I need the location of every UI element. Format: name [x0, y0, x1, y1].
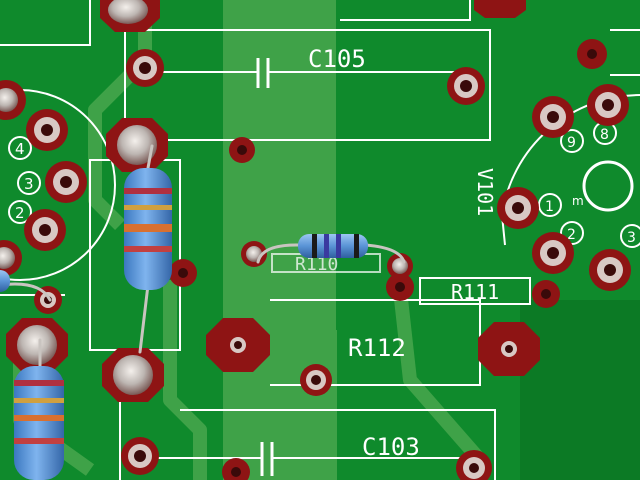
- pin-label-left-3: 3: [24, 175, 34, 193]
- label-r110: R110: [295, 254, 338, 275]
- label-r112: R112: [348, 334, 406, 362]
- pin-label-right-1: 1: [545, 199, 554, 215]
- pin-label-right-9: 9: [567, 135, 576, 151]
- socket-center-ring: [582, 160, 634, 212]
- socket-left-pads: [0, 80, 87, 276]
- pad: [300, 364, 332, 396]
- pad: [456, 450, 492, 480]
- pad: [34, 286, 62, 314]
- board-shadow: [520, 300, 640, 480]
- pad: [0, 80, 26, 120]
- pin-label-right-3: 3: [627, 230, 636, 246]
- capacitor-c103-symbol: [150, 442, 460, 476]
- solder-joint: [102, 348, 164, 402]
- pin-label-right-2: 2: [567, 227, 576, 243]
- pad: [169, 259, 197, 287]
- pad: [497, 187, 539, 229]
- resistor-edge-left: [0, 270, 10, 292]
- pad: [222, 458, 250, 480]
- pad: [532, 96, 574, 138]
- label-r111: R111: [451, 280, 499, 304]
- pad: [45, 161, 87, 203]
- pad: [26, 109, 68, 151]
- pad: [126, 49, 164, 87]
- label-c105: C105: [308, 45, 366, 73]
- pad: [24, 209, 66, 251]
- pin-label-left-2: 2: [15, 204, 25, 222]
- solder-joint: [100, 0, 160, 32]
- solder-joints: [6, 0, 413, 402]
- pad: [121, 437, 159, 475]
- pad: [532, 232, 574, 274]
- label-c103: C103: [362, 433, 420, 461]
- resistor-small: [298, 234, 368, 258]
- resistor-large: [124, 168, 172, 290]
- capacitor-c105-symbol: [160, 58, 455, 88]
- pad: [206, 318, 270, 372]
- pad: [587, 84, 629, 126]
- pad: [229, 137, 255, 163]
- pad: [577, 39, 607, 69]
- octagon-pads: [206, 0, 540, 376]
- pin-marker-m: m: [572, 194, 584, 208]
- pad: [474, 0, 526, 18]
- round-pads: [34, 39, 607, 480]
- pad: [589, 249, 631, 291]
- resistor-bottom-left: [14, 366, 64, 480]
- pad: [0, 240, 22, 276]
- pin-number-circles: [8, 121, 640, 248]
- pin-label-right-8: 8: [600, 127, 609, 143]
- pad: [532, 280, 560, 308]
- label-v101: V101: [473, 168, 497, 216]
- solder-joint: [6, 318, 68, 372]
- pad: [447, 67, 485, 105]
- solder-joint: [106, 118, 168, 172]
- pad: [386, 273, 414, 301]
- socket-right-pads: [497, 84, 631, 291]
- pad: [478, 322, 540, 376]
- pin-label-left-4: 4: [15, 140, 25, 158]
